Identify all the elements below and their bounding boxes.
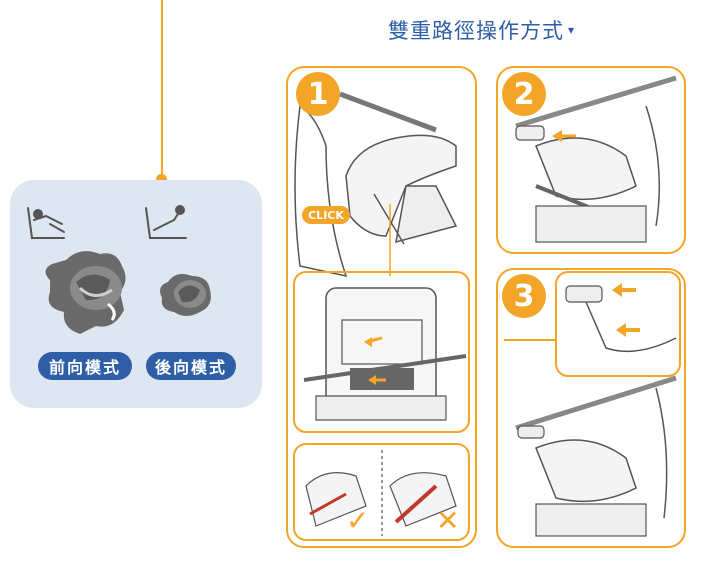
connector-dot — [156, 174, 167, 185]
step-2-badge: 2 — [502, 72, 546, 116]
forward-mode-label: 前向模式 — [38, 352, 132, 380]
mode-illustrations — [27, 205, 211, 334]
step-2-illustration — [515, 75, 677, 243]
step-3-badge: 3 — [502, 274, 546, 318]
rear-mode-label: 後向模式 — [146, 352, 236, 380]
rear-mode-illustration — [160, 274, 211, 316]
forward-seat-icon — [27, 207, 65, 239]
install-mode-card: 前向模式 後向模式 — [10, 180, 262, 408]
rear-seat-icon — [145, 205, 187, 239]
forward-mode-illustration — [45, 251, 126, 334]
step-3-illustration — [504, 271, 681, 537]
connector-line — [161, 0, 163, 178]
click-callout: CLICK — [302, 206, 350, 224]
cross-icon: ✕ — [436, 504, 460, 537]
title-text: 雙重路徑操作方式 — [388, 19, 564, 43]
step-1-badge: 1 — [296, 72, 340, 116]
caret-down-icon: ▾ — [568, 23, 576, 37]
check-icon: ✓ — [346, 504, 370, 537]
step-1-illustration — [293, 91, 470, 541]
page-title: 雙重路徑操作方式 ▾ — [388, 14, 618, 46]
